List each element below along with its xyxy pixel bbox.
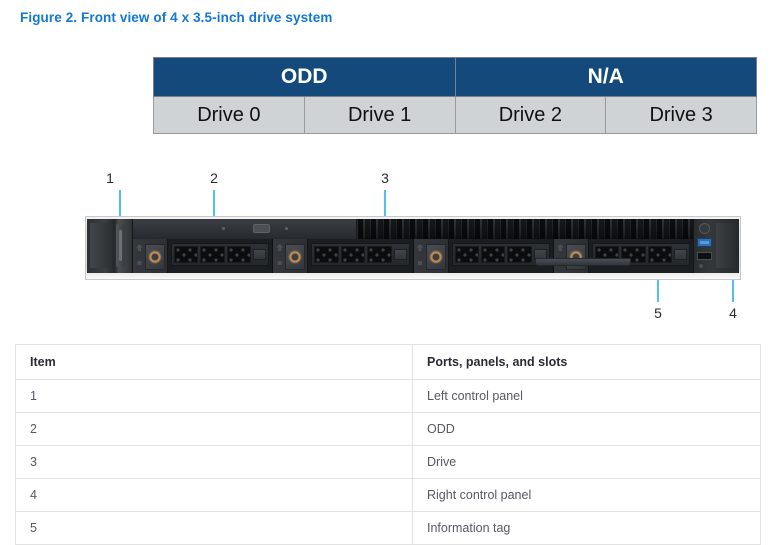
legend-item-number: 5 (15, 511, 413, 545)
drive-slot-1: Drive 1 (303, 96, 456, 134)
information-tag (535, 258, 631, 266)
drive-group-na: N/A (454, 57, 757, 97)
drive-mesh-panel (226, 246, 252, 263)
callout-leader-1 (119, 190, 121, 226)
drive-status-icons (276, 244, 284, 270)
legend-item-number: 3 (15, 445, 413, 479)
drive-face-2 (451, 243, 550, 266)
legend-header-item: Item (15, 344, 413, 380)
chassis-top-strip (133, 219, 693, 239)
status-led-icon (699, 264, 703, 268)
drive-bay-2 (413, 239, 554, 273)
odd-activity-led-icon (284, 227, 288, 230)
drive-slot-2: Drive 2 (454, 96, 607, 134)
drive-latch-1 (273, 239, 309, 273)
drive-map-group-row: ODD N/A (153, 57, 757, 97)
callout-number-2: 2 (210, 170, 218, 186)
legend-table: Item Ports, panels, and slots 1 Left con… (15, 344, 761, 545)
drive-release-ring-icon (289, 251, 301, 263)
legend-item-description: Left control panel (412, 379, 761, 413)
chassis-midsection (133, 219, 693, 273)
drive-bay-0 (133, 239, 274, 273)
drive-handle-tab (253, 248, 267, 261)
left-bezel-face (90, 223, 112, 268)
table-row: 3 Drive (15, 445, 761, 479)
legend-item-number: 2 (15, 412, 413, 446)
server-chassis-illustration (85, 216, 741, 280)
drive-release-ring-icon (430, 251, 441, 263)
left-bezel-slot (119, 230, 122, 261)
drive-mesh-panel (480, 246, 506, 263)
drive-latch-2 (413, 239, 449, 273)
callout-number-5: 5 (654, 305, 662, 321)
drive-map-slot-row: Drive 0 Drive 1 Drive 2 Drive 3 (153, 96, 757, 134)
drive-status-icons (136, 244, 144, 270)
table-row: 5 Information tag (15, 511, 761, 545)
odd-bay (133, 219, 357, 239)
micro-usb-port-icon (697, 252, 712, 260)
legend-item-number: 1 (15, 379, 413, 413)
table-row: 2 ODD (15, 412, 761, 446)
chassis-body (87, 219, 739, 273)
chassis-vent-strip (357, 219, 693, 239)
table-row: 4 Right control panel (15, 478, 761, 512)
drive-mesh-panel (507, 246, 532, 263)
callout-number-3: 3 (381, 170, 389, 186)
table-row: 1 Left control panel (15, 379, 761, 413)
callout-leader-5 (657, 266, 659, 302)
drive-release-plate (145, 244, 165, 270)
legend-item-description: Information tag (412, 511, 761, 545)
drive-status-icons (416, 244, 425, 270)
drive-face-0 (171, 243, 270, 266)
drive-mesh-panel (367, 246, 392, 263)
legend-item-description: Drive (412, 445, 761, 479)
drive-bay-1 (273, 239, 414, 273)
drive-bay-row (133, 239, 693, 273)
drive-mesh-panel (200, 246, 225, 263)
callout-number-4: 4 (729, 305, 737, 321)
callout-number-1: 1 (106, 170, 114, 186)
drive-face-1 (311, 243, 410, 266)
right-bezel-face (716, 223, 736, 268)
drive-mesh-panel (340, 246, 366, 263)
drive-mesh-panel (454, 246, 479, 263)
usb-port-icon (697, 238, 712, 247)
callout-leader-2 (213, 190, 215, 222)
left-control-panel (87, 219, 133, 273)
drive-latch-3 (553, 239, 589, 273)
odd-led-icon (222, 227, 226, 230)
figure-caption: Figure 2. Front view of 4 x 3.5-inch dri… (20, 10, 333, 25)
odd-eject-button (253, 224, 271, 233)
drive-map-table: ODD N/A Drive 0 Drive 1 Drive 2 Drive 3 (153, 57, 757, 134)
drive-handle-tab (674, 248, 688, 261)
power-button-icon (699, 223, 710, 234)
drive-latch-0 (133, 239, 168, 273)
drive-release-ring-icon (149, 251, 161, 263)
drive-release-plate (425, 244, 446, 270)
drive-slot-0: Drive 0 (153, 96, 305, 134)
drive-release-plate (285, 244, 306, 270)
drive-mesh-panel (314, 246, 339, 263)
drive-mesh-panel (647, 246, 673, 263)
legend-header-description: Ports, panels, and slots (412, 344, 761, 380)
drive-release-plate (565, 244, 586, 270)
legend-item-description: Right control panel (412, 478, 761, 512)
drive-mesh-panel (174, 246, 199, 263)
legend-item-description: ODD (412, 412, 761, 446)
legend-header-row: Item Ports, panels, and slots (15, 344, 761, 380)
right-control-panel (693, 219, 739, 273)
drive-slot-3: Drive 3 (605, 96, 757, 134)
legend-item-number: 4 (15, 478, 413, 512)
drive-status-icons (556, 244, 565, 270)
drive-handle-tab (393, 248, 407, 261)
drive-group-odd: ODD (153, 57, 456, 97)
drive-bay-3 (553, 239, 693, 273)
